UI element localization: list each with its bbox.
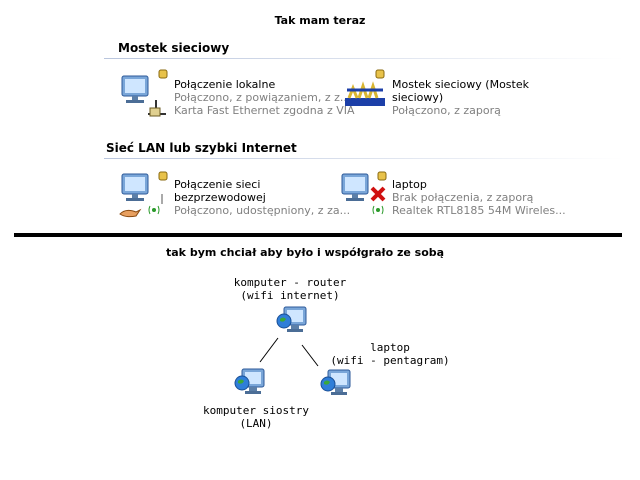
- section-rule: [104, 158, 624, 159]
- network-bridge-name: Mostek sieciowy (Mostek sieciowy): [392, 78, 529, 104]
- divider-line: [14, 233, 622, 237]
- link-router-sister: [259, 337, 279, 363]
- wireless-connection-icon[interactable]: [118, 170, 170, 220]
- lan-connection-device: Karta Fast Ethernet zgodna z VIA: [174, 104, 355, 117]
- link-router-laptop: [301, 344, 319, 367]
- sister-computer-icon: [232, 365, 268, 401]
- network-bridge-text[interactable]: Mostek sieciowy (Mostek sieciowy) Połącz…: [392, 78, 532, 117]
- wireless-connection-name: Połączenie sieci bezprzewodowej: [174, 178, 266, 204]
- lan-connection-status: Połączono, z powiązaniem, z z...: [174, 91, 351, 104]
- laptop-label: laptop (wifi - pentagram): [330, 341, 450, 367]
- lan-connection-text[interactable]: Połączenie lokalne Połączono, z powiązan…: [174, 78, 355, 117]
- section-rule: [104, 58, 624, 59]
- router-computer-icon: [274, 303, 310, 339]
- laptop-connection-icon[interactable]: [338, 170, 390, 220]
- section-heading-lan: Sieć LAN lub szybki Internet: [106, 141, 297, 155]
- lan-connection-icon[interactable]: [118, 69, 170, 120]
- router-label: komputer - router (wifi internet): [233, 276, 347, 302]
- laptop-connection-status: Brak połączenia, z zaporą: [392, 191, 534, 204]
- bottom-caption: tak bym chciał aby było i współgrało ze …: [166, 246, 445, 259]
- laptop-connection-device: Realtek RTL8185 54M Wireles...: [392, 204, 566, 217]
- laptop-connection-text[interactable]: laptop Brak połączenia, z zaporą Realtek…: [392, 178, 572, 217]
- wireless-connection-text[interactable]: Połączenie sieci bezprzewodowej Połączon…: [174, 178, 351, 217]
- sister-label: komputer siostry (LAN): [203, 404, 309, 430]
- lan-connection-name: Połączenie lokalne: [174, 78, 276, 91]
- section-heading-bridge: Mostek sieciowy: [118, 41, 230, 55]
- page-title: Tak mam teraz: [274, 14, 366, 27]
- network-bridge-icon[interactable]: [343, 69, 391, 116]
- wireless-connection-status: Połączono, udostępniony, z za...: [174, 204, 351, 217]
- laptop-computer-icon: [318, 366, 354, 402]
- laptop-connection-name: laptop: [392, 178, 427, 191]
- network-bridge-status: Połączono, z zaporą: [392, 104, 501, 117]
